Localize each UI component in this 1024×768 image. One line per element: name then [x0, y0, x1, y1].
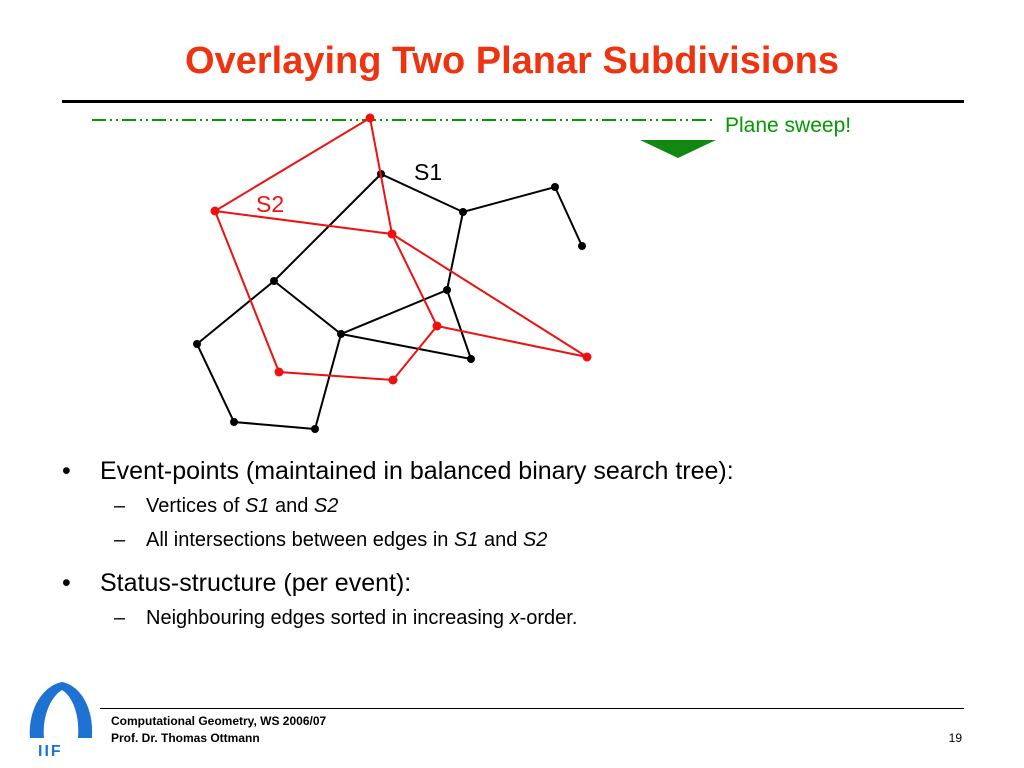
s2-edges [213, 117, 588, 382]
sweep-down-arrow-icon [640, 140, 716, 158]
page-number: 19 [948, 731, 962, 745]
svg-text:IIF: IIF [38, 743, 63, 760]
iif-logo: IIF [29, 682, 93, 760]
bullet-list: •Event-points (maintained in balanced bi… [62, 455, 962, 639]
sub-bullet-neighbouring-edges: –Neighbouring edges sorted in increasing… [114, 607, 578, 629]
bullet-event-points: •Event-points (maintained in balanced bi… [62, 457, 734, 485]
footer-course: Computational Geometry, WS 2006/07 [111, 714, 327, 728]
slide-title: Overlaying Two Planar Subdivisions [185, 40, 839, 82]
bullet-status-structure: •Status-structure (per event): [62, 569, 412, 597]
subdivision-figure: Plane sweep! S1 S2 [92, 113, 851, 433]
footer-divider [100, 708, 964, 709]
s1-edges [195, 173, 583, 431]
sub-bullet-vertices: –Vertices of S1 and S2 [114, 495, 339, 517]
footer-author: Prof. Dr. Thomas Ottmann [111, 731, 260, 745]
title-divider [62, 100, 964, 103]
footer-credits: Computational Geometry, WS 2006/07 Prof.… [111, 713, 326, 747]
s1-label: S1 [414, 159, 442, 185]
sweep-label: Plane sweep! [725, 114, 851, 137]
s2-vertices [210, 113, 592, 385]
s2-label: S2 [256, 191, 284, 217]
sub-bullet-intersections: –All intersections between edges in S1 a… [114, 529, 548, 551]
s1-vertices [193, 170, 586, 433]
